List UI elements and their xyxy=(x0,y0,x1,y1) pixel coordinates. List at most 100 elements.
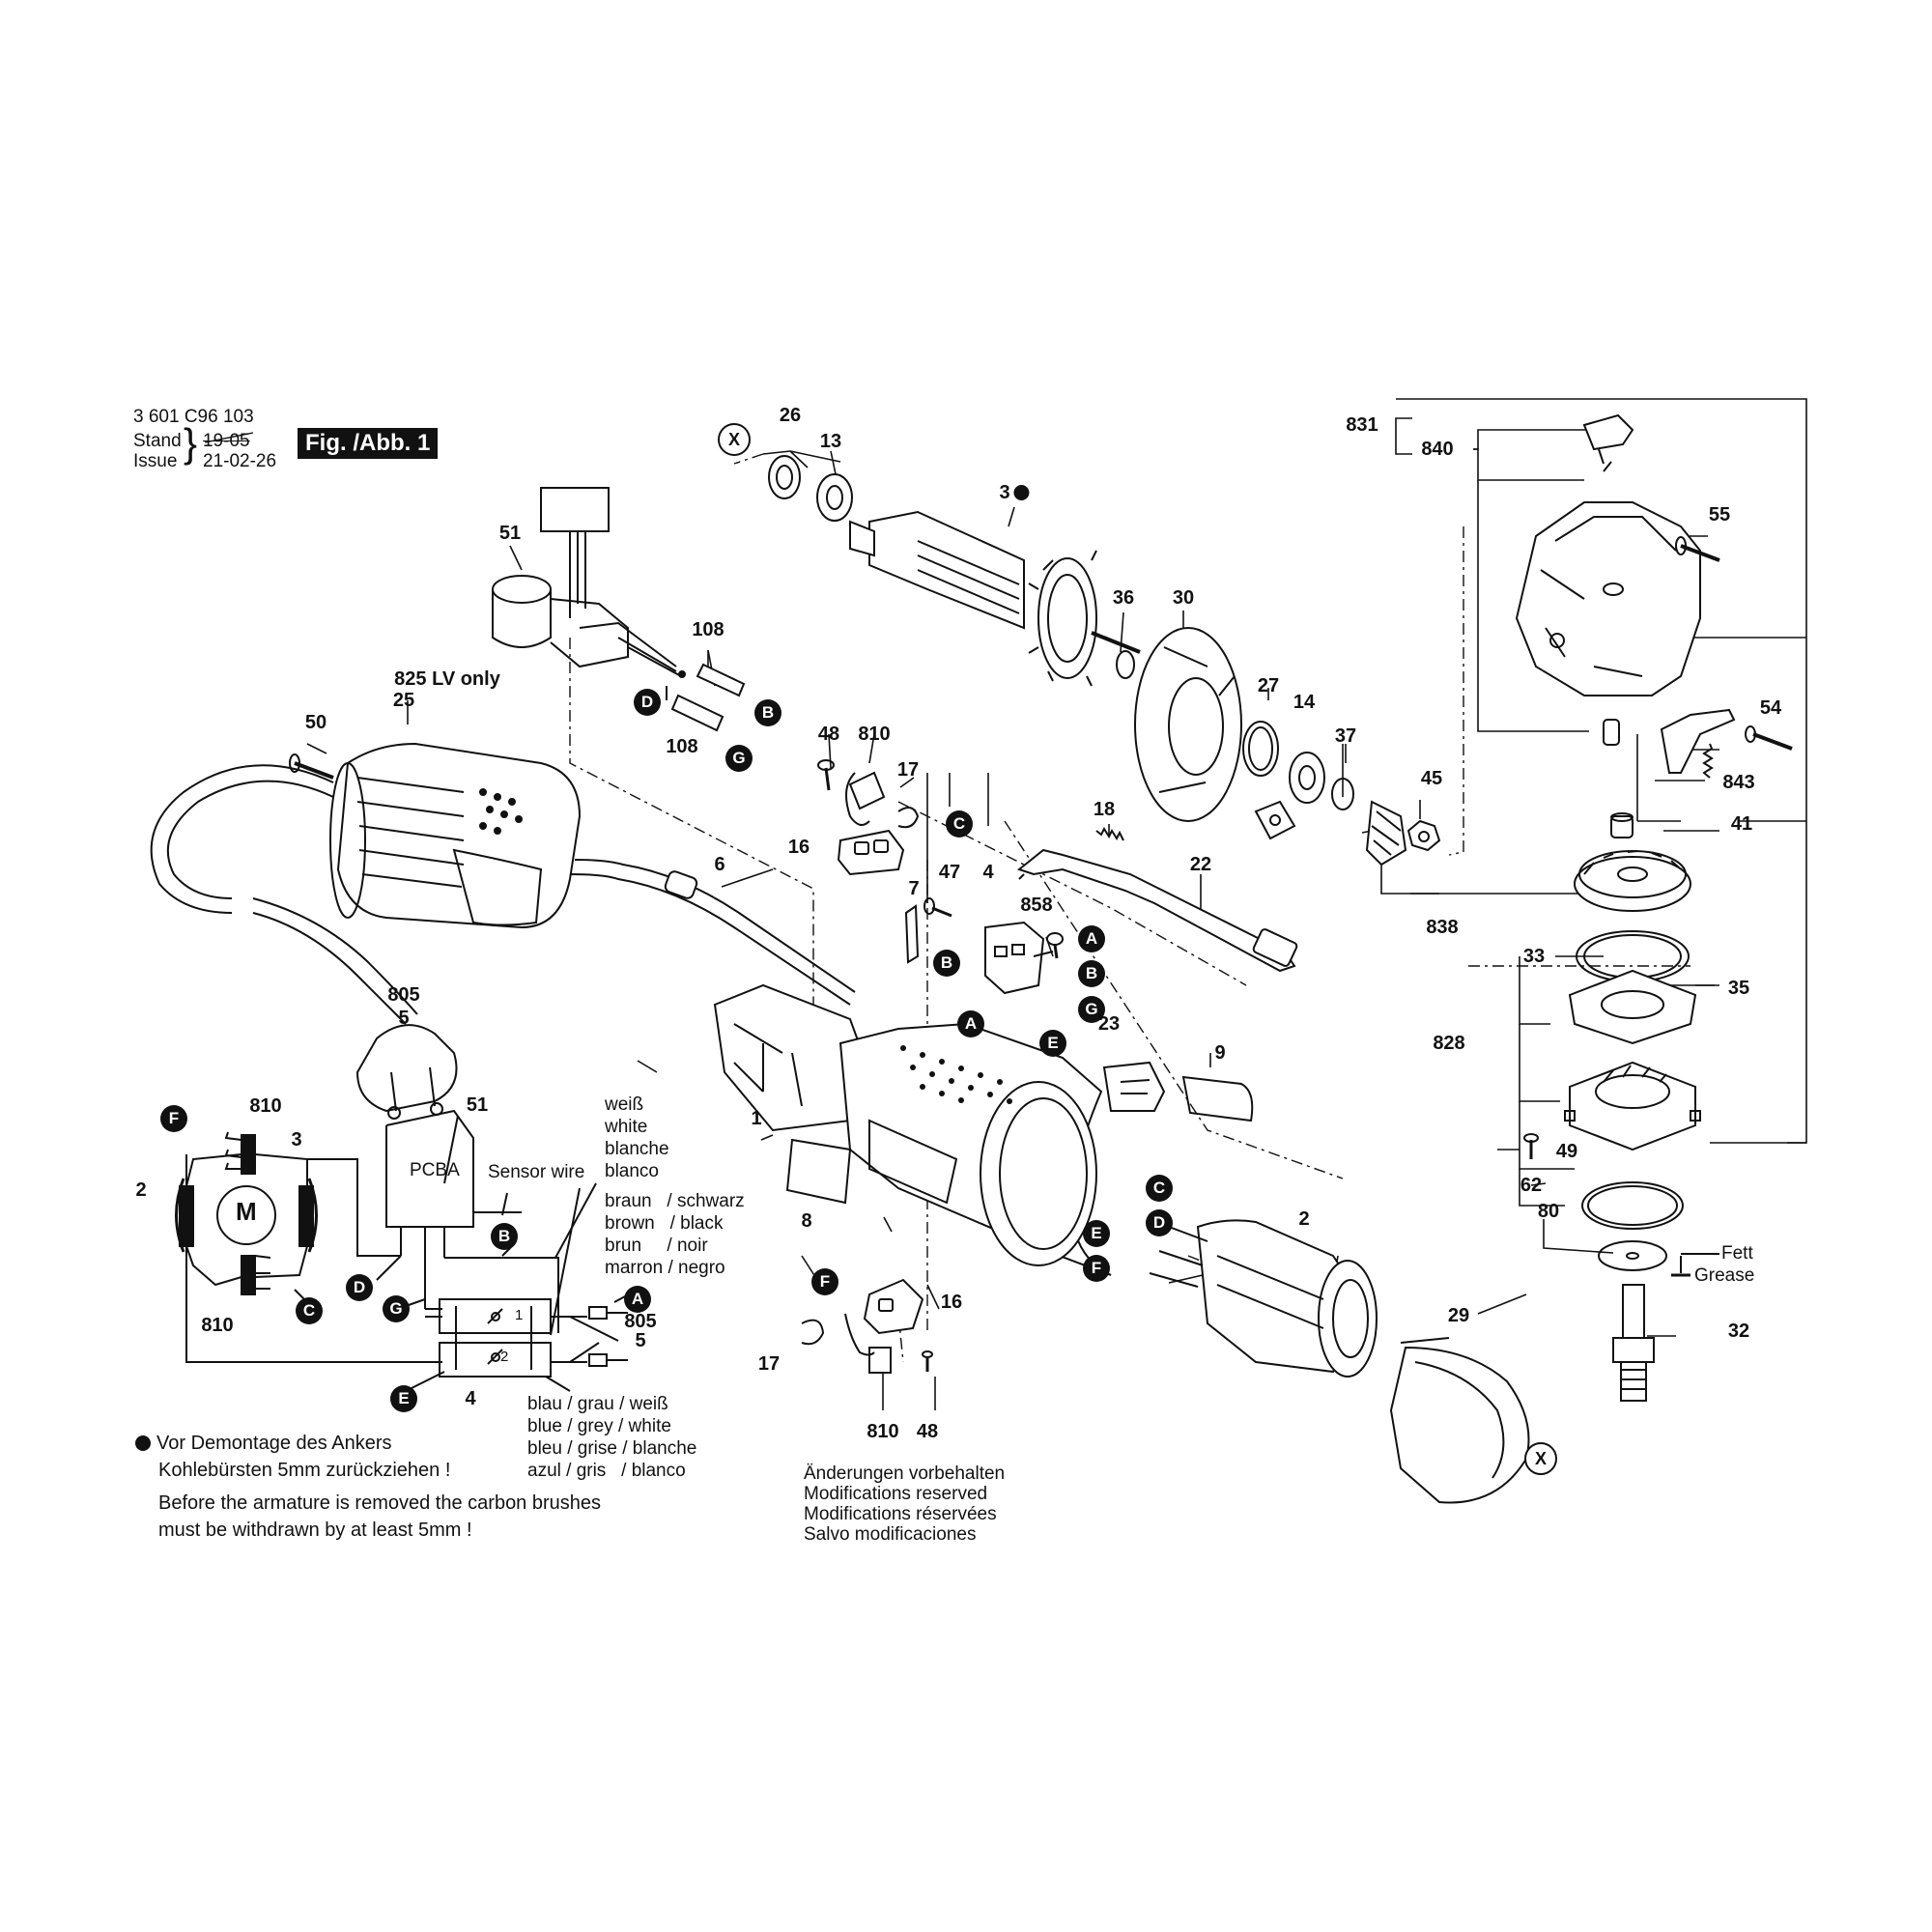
wiring-label: 3 xyxy=(291,1129,302,1151)
part-label: 4 xyxy=(982,862,994,883)
wire-color-brown-black: braun / schwarz xyxy=(605,1191,745,1211)
wiring-label: 805 xyxy=(624,1311,657,1332)
issue-label: Issue xyxy=(133,451,178,471)
part-810-brush-top xyxy=(845,771,886,826)
part-label: 35 xyxy=(1727,978,1750,999)
marker-c: C xyxy=(296,1297,323,1324)
marker-c: C xyxy=(946,810,973,838)
wiring-label: 4 xyxy=(465,1388,476,1409)
part-49-screw xyxy=(1523,1133,1539,1159)
marker-b: B xyxy=(754,699,781,726)
part-label: 16 xyxy=(940,1292,963,1313)
part-7-retainer xyxy=(904,904,920,964)
part-label: 54 xyxy=(1759,697,1782,719)
part-label: 49 xyxy=(1555,1141,1578,1162)
part-label: 810 xyxy=(858,724,891,745)
part-8-label xyxy=(785,1138,852,1205)
part-label: 7 xyxy=(908,878,920,899)
part-4-switch xyxy=(984,921,1054,995)
marker-e: E xyxy=(390,1385,417,1412)
part-label: 25 xyxy=(392,690,415,711)
part-30-fan-baffle xyxy=(1134,627,1242,822)
marker-d: D xyxy=(634,689,661,716)
part-label: 843 xyxy=(1722,772,1755,793)
note-text: Vor Demontage des Ankers xyxy=(156,1433,392,1454)
part-label: 26 xyxy=(779,405,802,426)
wiring-label: 810 xyxy=(249,1095,282,1117)
part-label: 18 xyxy=(1093,799,1116,820)
wire-color-white: white xyxy=(605,1117,648,1137)
part-47-screw xyxy=(923,897,952,918)
part-48-screw-bottom xyxy=(922,1350,933,1372)
wire-color-blue-grey-white: blau / grau / weiß xyxy=(527,1394,668,1414)
marker-a: A xyxy=(1078,925,1105,952)
wire-color-white: blanco xyxy=(605,1161,659,1181)
part-32-spindle xyxy=(1612,1284,1655,1402)
part-label: 23 xyxy=(1097,1013,1121,1035)
part-label: 30 xyxy=(1172,587,1195,609)
part-label: 810 xyxy=(867,1421,899,1442)
part-108-sleeves xyxy=(666,663,746,732)
header-brace: } xyxy=(184,420,198,466)
part-16-brush-holder-top xyxy=(837,829,905,876)
part-label: 47 xyxy=(938,862,961,883)
pcba-label: PCBA xyxy=(410,1160,460,1180)
part-label: 8 xyxy=(801,1210,812,1232)
part-label: 22 xyxy=(1189,854,1212,875)
part-3-armature xyxy=(849,510,1141,687)
part-label: 29 xyxy=(1447,1305,1470,1326)
part-828-bearing-flange xyxy=(1564,1061,1701,1151)
marker-g: G xyxy=(725,745,753,772)
part-35-flange xyxy=(1568,969,1697,1045)
part-51-sensor-module xyxy=(492,487,686,678)
part-37-washer xyxy=(1331,778,1354,810)
wire-color-brown-black: brun / noir xyxy=(605,1236,708,1256)
wire-color-brown-black: brown / black xyxy=(605,1213,724,1234)
marker-g: G xyxy=(383,1295,410,1322)
part-label: 48 xyxy=(916,1421,939,1442)
wire-color-brown-black: marron / negro xyxy=(605,1258,725,1278)
marker-x: X xyxy=(718,423,751,456)
part-label: 840 xyxy=(1421,439,1454,460)
part-48-screw-top xyxy=(817,759,835,791)
part-label: 13 xyxy=(819,431,842,452)
part-label: 1 xyxy=(751,1108,762,1129)
part-810-brush-bottom xyxy=(844,1313,892,1374)
part-838-crown-gear xyxy=(1574,850,1691,912)
part-label: 831 xyxy=(1346,414,1378,436)
grease-label: Grease xyxy=(1694,1265,1755,1286)
part-50-screw xyxy=(289,753,334,780)
part-label: 27 xyxy=(1257,675,1280,696)
part-label: 825 LV only xyxy=(394,668,500,690)
part-831-gear-housing xyxy=(1515,501,1701,696)
part-9-label xyxy=(1181,1075,1254,1122)
part-label: 51 xyxy=(498,523,522,544)
part-54-screw xyxy=(1745,725,1793,751)
part-label: 108 xyxy=(692,619,724,640)
part-16-brush-holder-bottom xyxy=(863,1278,924,1335)
part-label: 838 xyxy=(1426,917,1459,938)
wiring-diagram-lines xyxy=(175,1109,639,1392)
part-18-spring xyxy=(1095,826,1124,841)
marker-a: A xyxy=(957,1010,984,1037)
part-25-motor-housing xyxy=(329,742,582,929)
part-17-spring-top xyxy=(897,807,920,829)
part-838-pinion xyxy=(1365,800,1407,867)
wiring-label: 5 xyxy=(635,1330,646,1351)
part-label: 17 xyxy=(757,1353,781,1375)
part-label: 37 xyxy=(1334,725,1357,747)
part-label: 32 xyxy=(1727,1321,1750,1342)
part-label: 108 xyxy=(666,736,698,757)
part-41-bushing xyxy=(1603,719,1634,838)
part-label: 6 xyxy=(714,854,725,875)
part-843-lever xyxy=(1660,708,1736,779)
modifications-note: Modifications réservées xyxy=(804,1504,997,1524)
marker-e: E xyxy=(1083,1220,1110,1247)
part-17-spring-bottom xyxy=(801,1319,825,1346)
stand-label: Stand xyxy=(133,431,182,451)
doc-header-lines xyxy=(204,432,254,443)
document-number: 3 601 C96 103 xyxy=(133,407,254,427)
disassembly-note-en: must be withdrawn by at least 5mm ! xyxy=(158,1520,472,1541)
part-36-washer xyxy=(1116,650,1135,679)
